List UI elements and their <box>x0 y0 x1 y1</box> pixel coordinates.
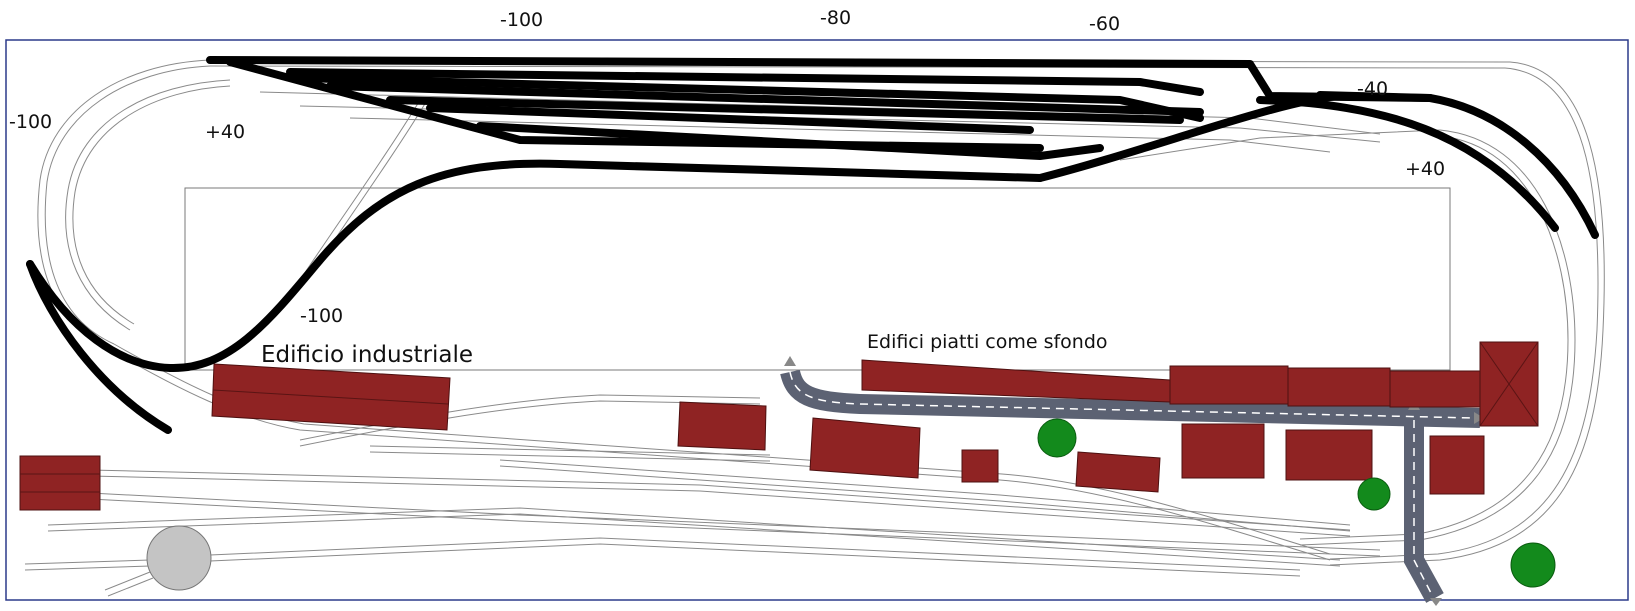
right-inner-curve <box>1299 135 1569 540</box>
right-inner-curve <box>1299 129 1576 546</box>
elevation-label: -100 <box>9 111 53 133</box>
tree <box>1037 418 1077 458</box>
flat-backdrop-building <box>1287 367 1391 407</box>
yard-track <box>209 537 1301 571</box>
road-end-arrow <box>1474 412 1484 424</box>
station-track <box>349 117 1331 153</box>
spur-track <box>107 577 154 597</box>
elevation-label: -80 <box>820 7 852 29</box>
yard-track <box>47 507 1341 561</box>
flat-buildings-label: Edifici piatti come sfondo <box>867 331 1108 353</box>
staging-track <box>426 104 1034 134</box>
staging-track <box>286 68 1204 96</box>
siding-track <box>369 451 771 462</box>
inner-scenic-block <box>184 187 1451 371</box>
building <box>809 417 921 479</box>
trees <box>1037 418 1556 588</box>
yard-track <box>89 492 1381 551</box>
turntable <box>146 525 212 591</box>
yard-track <box>499 459 1351 526</box>
elevation-label: -100 <box>500 9 544 31</box>
road-end-arrow <box>1430 598 1442 606</box>
staging-track <box>476 122 1104 160</box>
flat-backdrop-building <box>1389 370 1481 408</box>
yard-track <box>209 543 1301 577</box>
industrial-building-label: Edificio industriale <box>261 342 474 368</box>
building <box>19 455 101 511</box>
yard-track <box>89 475 1351 537</box>
staging-track <box>386 96 1184 124</box>
board-frame <box>5 39 1629 601</box>
building <box>1075 451 1161 493</box>
elevation-label: -100 <box>300 305 344 327</box>
inner-loop-track <box>65 79 231 331</box>
siding-track <box>369 445 771 456</box>
staging-return-curve <box>1256 96 1559 232</box>
elevation-label: -40 <box>1357 78 1389 100</box>
elevation-label: -60 <box>1089 13 1121 35</box>
building <box>1285 429 1373 481</box>
helix-descent <box>26 260 172 434</box>
road <box>780 356 1484 606</box>
spur-track <box>104 571 151 591</box>
yard-track <box>47 513 1341 567</box>
siding-track <box>299 394 761 441</box>
building <box>677 401 767 451</box>
spur-track <box>24 565 151 571</box>
elevation-label: +40 <box>205 121 246 143</box>
outer-left-curve <box>44 65 211 345</box>
buildings <box>19 341 1539 511</box>
tree <box>1357 477 1391 511</box>
outer-loop-track <box>209 59 1605 566</box>
yard-track <box>89 469 1351 531</box>
staging-return-curve <box>1316 91 1599 239</box>
spur-track <box>24 559 151 565</box>
outer-loop-track <box>209 65 1599 560</box>
road-end-arrow <box>784 356 796 366</box>
yard-track <box>499 465 1351 532</box>
elevation-label: +40 <box>1405 158 1446 180</box>
road-centerline <box>789 371 1476 419</box>
building <box>1429 435 1485 495</box>
inner-loop-track <box>72 85 231 325</box>
building <box>1181 423 1265 479</box>
building <box>961 449 999 483</box>
siding-track <box>299 400 761 447</box>
hidden-staging-tracks <box>26 56 1599 434</box>
station-track <box>1119 129 1441 161</box>
road-centerline <box>1413 420 1433 596</box>
tree <box>1510 542 1556 588</box>
helix-approach <box>26 159 1044 373</box>
staging-track <box>326 82 1204 116</box>
flat-backdrop-building <box>1169 365 1289 405</box>
